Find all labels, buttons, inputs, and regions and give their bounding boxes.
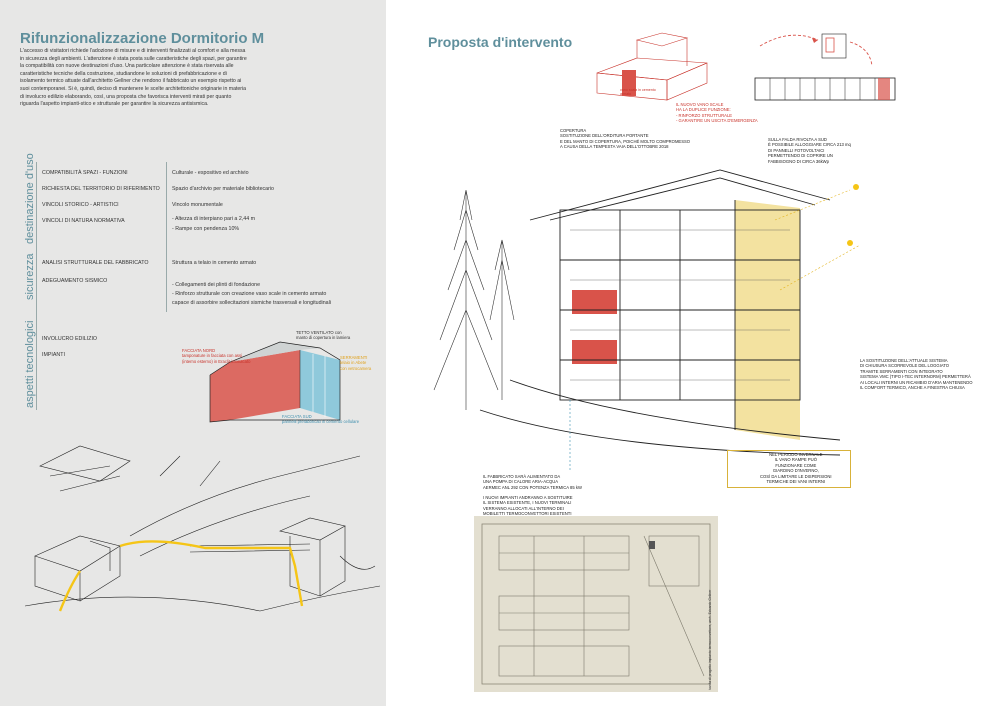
label-serramenti: SERRAMENTI telaio in Abete con vetrocame… (340, 355, 372, 371)
criteria-item: IMPIANTI (42, 352, 65, 358)
answer-item: - Collegamenti dei plinti di fondazione (172, 282, 261, 288)
plan-sketch (754, 33, 896, 101)
loggiato-note: LA SOSTITUZIONE DELL'ATTUALE SISTEMA DI … (860, 358, 973, 391)
label-tetto: TETTO VENTILATO con manto di copertura i… (296, 330, 351, 341)
divider-left (36, 162, 37, 410)
answers-column: Culturale - espositivo ed archivio Spazi… (172, 170, 372, 310)
page-title: Rifunzionalizzazione Dormitorio M (20, 30, 265, 47)
criteria-column: COMPATIBILITÀ SPAZI - FUNZIONI RICHIESTA… (42, 170, 162, 370)
criteria-item: VINCOLI STORICO - ARTISTICI (42, 202, 119, 208)
stair-note-small: vano scala in cemento armato (620, 88, 656, 97)
answer-item: capace di assorbire sollecitazioni sismi… (172, 300, 331, 306)
impianti-note: I NUOVI IMPIANTI ANDRANNO A SOSTITUIRE I… (483, 495, 573, 517)
section-title: Proposta d'intervento (428, 34, 573, 50)
answer-item: - Altezza di interpiano pari a 2,44 m (172, 216, 256, 222)
answer-item: - Rampe con pendenza 10% (172, 226, 240, 232)
answer-item: - Rinforzo strutturale con creazione vas… (172, 291, 327, 297)
stair-axo-drawing (596, 32, 708, 101)
periodo-note: NEL PERIODO INVERNALE IL VANO RAMPE PUÒ … (760, 452, 832, 485)
label-facciata-sud: FACCIATA SUD pannelli prefabbricati in c… (282, 414, 360, 425)
label-facciata-nord: FACCIATA NORD tamponature in facciata co… (182, 348, 251, 364)
criteria-item: RICHIESTA DEL TERRITORIO DI RIFERIMENTO (42, 186, 160, 192)
falda-note: SULLA FALDA RIVOLTA A SUD È POSSIBILE AL… (768, 137, 851, 164)
answer-item: Spazio d'archivio per materiale bibliote… (172, 186, 274, 192)
left-panel (0, 0, 386, 706)
copertura-note: COPERTURA SOSTITUZIONE DELL'ORDITURA POR… (560, 128, 691, 150)
answer-item: Vincolo monumentale (172, 202, 223, 208)
section-label-tecnologici: aspetti tecnologici (24, 320, 36, 408)
section-drawing (433, 169, 860, 470)
stair-note: IL NUOVO VANO SCALE HA LA DUPLICE FUNZIO… (676, 102, 758, 124)
criteria-item: INVOLUCRO EDILIZIO (42, 336, 98, 342)
archive-caption: tavola di progetto impianto termoconvett… (708, 589, 712, 690)
caldaia-note: IL FABBRICATO SARÀ ALIMENTATO DA UNA POM… (483, 474, 582, 490)
answer-item: Struttura a telaio in cemento armato (172, 260, 257, 266)
section-label-uso: destinazione d'uso (24, 153, 36, 244)
answer-item: Culturale - espositivo ed archivio (172, 170, 249, 176)
archive-drawing (474, 516, 718, 692)
criteria-item: COMPATIBILITÀ SPAZI - FUNZIONI (42, 170, 128, 176)
envelope-axonometric (209, 341, 341, 423)
periodo-box (727, 450, 851, 488)
section-label-sicurezza: sicurezza (24, 253, 36, 300)
intro-paragraph: L'accesso di visitatori richiede l'adozi… (20, 48, 247, 108)
criteria-item: VINCOLI DI NATURA NORMATIVA (42, 218, 125, 224)
criteria-item: ANALISI STRUTTURALE DEL FABBRICATO (42, 260, 149, 266)
divider-middle (166, 162, 167, 312)
criteria-item: ADEGUAMENTO SISMICO (42, 278, 108, 284)
site-sketch (24, 445, 381, 612)
